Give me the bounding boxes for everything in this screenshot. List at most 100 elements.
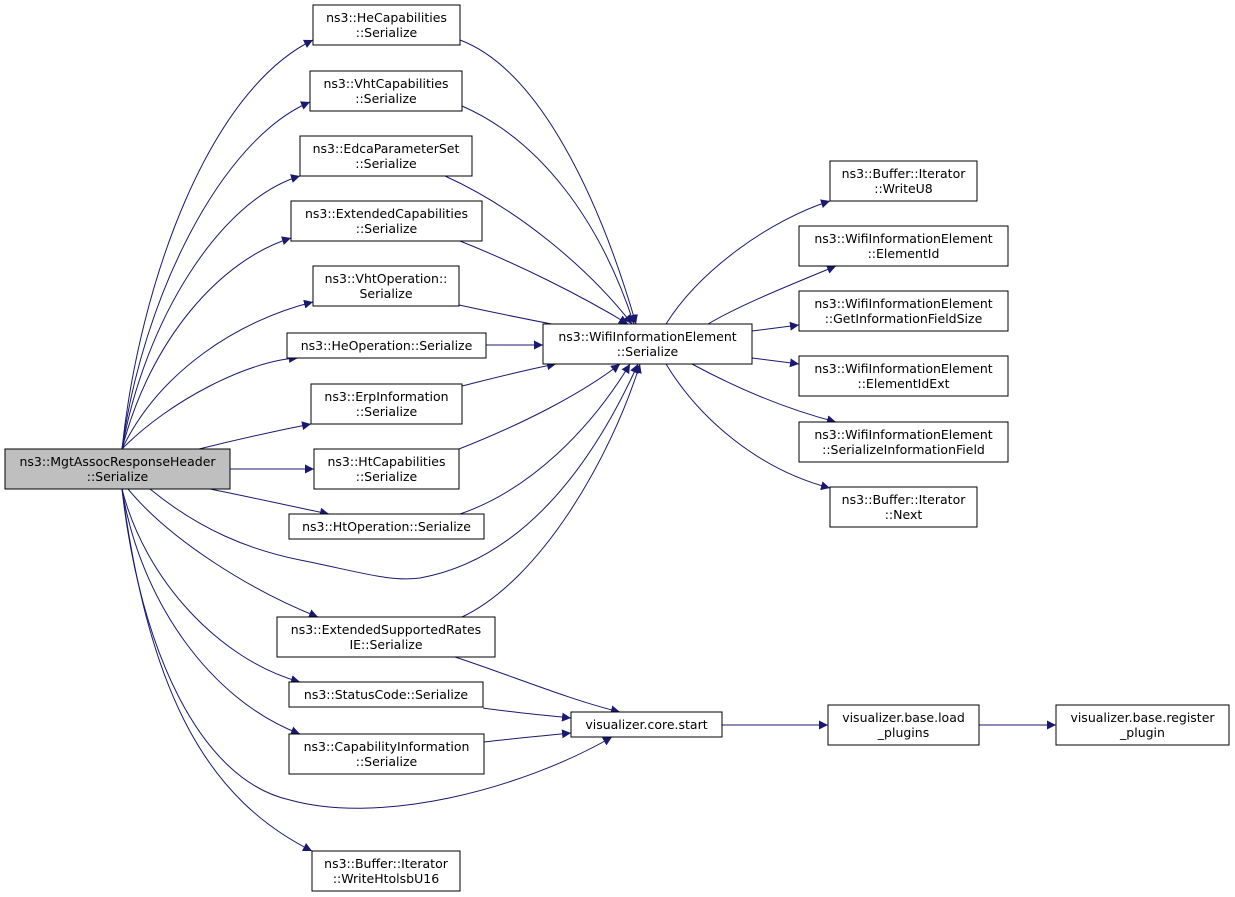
edge-root-to-erp [198, 421, 312, 450]
edge-root-to-ext_cap [121, 236, 292, 450]
edge-line [121, 236, 292, 450]
edge-line [751, 357, 800, 368]
node-label-line: ns3::VhtCapabilities [323, 76, 448, 91]
node-write-hton[interactable]: ns3::Buffer::Iterator::WriteHtolsbU16 [311, 850, 461, 892]
edge-root-to-wifi_ser [149, 363, 639, 580]
edge-line [121, 299, 314, 450]
node-next[interactable]: ns3::Buffer::Iterator::Next [829, 486, 978, 528]
node-label-line: ns3::Buffer::Iterator [842, 492, 967, 507]
node-box [288, 513, 485, 540]
node-capinfo[interactable]: ns3::CapabilityInformation::Serialize [288, 733, 485, 775]
node-vht-op[interactable]: ns3::VhtOperation::Serialize [312, 265, 460, 307]
edge-wifi_ser-to-get_size [751, 321, 800, 332]
edge-root-to-he_cap [121, 39, 314, 450]
node-label-line: ns3::WifiInformationElement [814, 361, 992, 376]
edge-line [121, 101, 311, 450]
edge-line [483, 729, 572, 743]
node-box [542, 323, 753, 365]
edge-ext_cap-to-wifi_ser [459, 240, 629, 325]
edge-line [461, 105, 636, 325]
edge-line [751, 321, 800, 332]
node-box [798, 421, 1009, 463]
node-box [290, 200, 483, 242]
edge-line [209, 488, 330, 517]
node-register-plugin[interactable]: visualizer.base.register_plugin [1055, 704, 1230, 746]
edge-ht_cap-to-wifi_ser [458, 363, 621, 450]
edge-status-to-vis_start [482, 707, 572, 722]
edge-root-to-vht_op [121, 299, 314, 450]
node-ht-op[interactable]: ns3::HtOperation::Serialize [288, 513, 485, 540]
edge-line [121, 353, 299, 450]
node-root[interactable]: ns3::MgtAssocResponseHeader::Serialize [4, 448, 231, 490]
edge-line [459, 363, 631, 515]
node-label-line: ns3::WifiInformationElement [558, 329, 736, 344]
edge-line [127, 488, 319, 618]
node-vht-cap[interactable]: ns3::VhtCapabilities::Serialize [309, 70, 463, 112]
node-vis-start[interactable]: visualizer.core.start [570, 711, 723, 738]
node-layer: ns3::MgtAssocResponseHeader::Serializens… [4, 4, 1230, 892]
edge-line [665, 199, 831, 325]
edge-line [198, 421, 312, 450]
node-label-line: ns3::StatusCode::Serialize [304, 687, 468, 702]
edge-erp-to-wifi_ser [461, 361, 557, 387]
node-wifi-ser[interactable]: ns3::WifiInformationElement::Serialize [542, 323, 753, 365]
node-label-line: ::WriteHtolsbU16 [333, 871, 439, 886]
node-label-line: ns3::HeOperation::Serialize [301, 338, 473, 353]
edge-line [121, 174, 301, 450]
node-box [310, 383, 463, 425]
edge-root-to-ht_op [209, 488, 330, 517]
node-elem-id-ext[interactable]: ns3::WifiInformationElement::ElementIdEx… [798, 355, 1009, 397]
node-label-line: ::GetInformationFieldSize [825, 311, 983, 326]
edge-line [121, 488, 613, 809]
node-label-line: ns3::EdcaParameterSet [313, 141, 460, 156]
edge-ht_op-to-wifi_ser [459, 363, 631, 515]
node-box [309, 70, 463, 112]
node-label-line: ::Serialize [356, 221, 418, 236]
node-label-line: ::Serialize [356, 404, 418, 419]
node-label-line: ::ElementId [868, 246, 940, 261]
node-ext-cap[interactable]: ns3::ExtendedCapabilities::Serialize [290, 200, 483, 242]
node-erp[interactable]: ns3::ErpInformation::Serialize [310, 383, 463, 425]
node-he-cap[interactable]: ns3::HeCapabilities::Serialize [312, 4, 461, 46]
node-write-u8[interactable]: ns3::Buffer::Iterator::WriteU8 [829, 160, 978, 202]
edge-line [121, 488, 301, 736]
node-ht-cap[interactable]: ns3::HtCapabilities::Serialize [313, 448, 460, 490]
edge-root-to-status [121, 488, 301, 684]
edge-line [482, 707, 572, 722]
edge-line [458, 363, 621, 450]
node-label-line: ns3::ErpInformation [324, 389, 448, 404]
node-box [288, 681, 484, 708]
edge-root-to-edca [121, 174, 301, 450]
node-label-line: ::Serialize [617, 344, 679, 359]
node-label-line: ::WriteU8 [874, 181, 933, 196]
edge-root-to-capinfo [121, 488, 301, 736]
node-label-line: ::Serialize [356, 469, 418, 484]
node-edca[interactable]: ns3::EdcaParameterSet::Serialize [299, 135, 473, 177]
node-status[interactable]: ns3::StatusCode::Serialize [288, 681, 484, 708]
node-he-op[interactable]: ns3::HeOperation::Serialize [286, 332, 487, 359]
node-label-line: visualizer.base.register [1070, 710, 1215, 725]
node-box [311, 850, 461, 892]
node-label-line: ::Serialize [356, 754, 418, 769]
edge-edca-to-wifi_ser [444, 175, 633, 325]
node-label-line: ::SerializeInformationField [822, 442, 985, 457]
node-ser-field[interactable]: ns3::WifiInformationElement::SerializeIn… [798, 421, 1009, 463]
node-label-line: ns3::WifiInformationElement [814, 296, 992, 311]
edge-root-to-vht_cap [121, 101, 311, 450]
edge-vht_cap-to-wifi_ser [461, 105, 636, 325]
node-elem-id[interactable]: ns3::WifiInformationElement::ElementId [798, 225, 1009, 267]
edge-line [459, 39, 638, 325]
edge-root-to-write_hton [121, 488, 313, 852]
edge-line [665, 363, 831, 491]
node-label-line: visualizer.core.start [585, 717, 707, 732]
node-label-line: IE::Serialize [349, 637, 422, 652]
node-load-plugins[interactable]: visualizer.base.load_plugins [827, 704, 980, 746]
node-box [4, 448, 231, 490]
node-label-line: ns3::WifiInformationElement [814, 427, 992, 442]
edge-wifi_ser-to-ser_field [691, 363, 837, 425]
node-label-line: ns3::ExtendedSupportedRates [291, 622, 481, 637]
node-get-size[interactable]: ns3::WifiInformationElement::GetInformat… [798, 290, 1009, 332]
edge-wifi_ser-to-elem_id [707, 265, 837, 325]
